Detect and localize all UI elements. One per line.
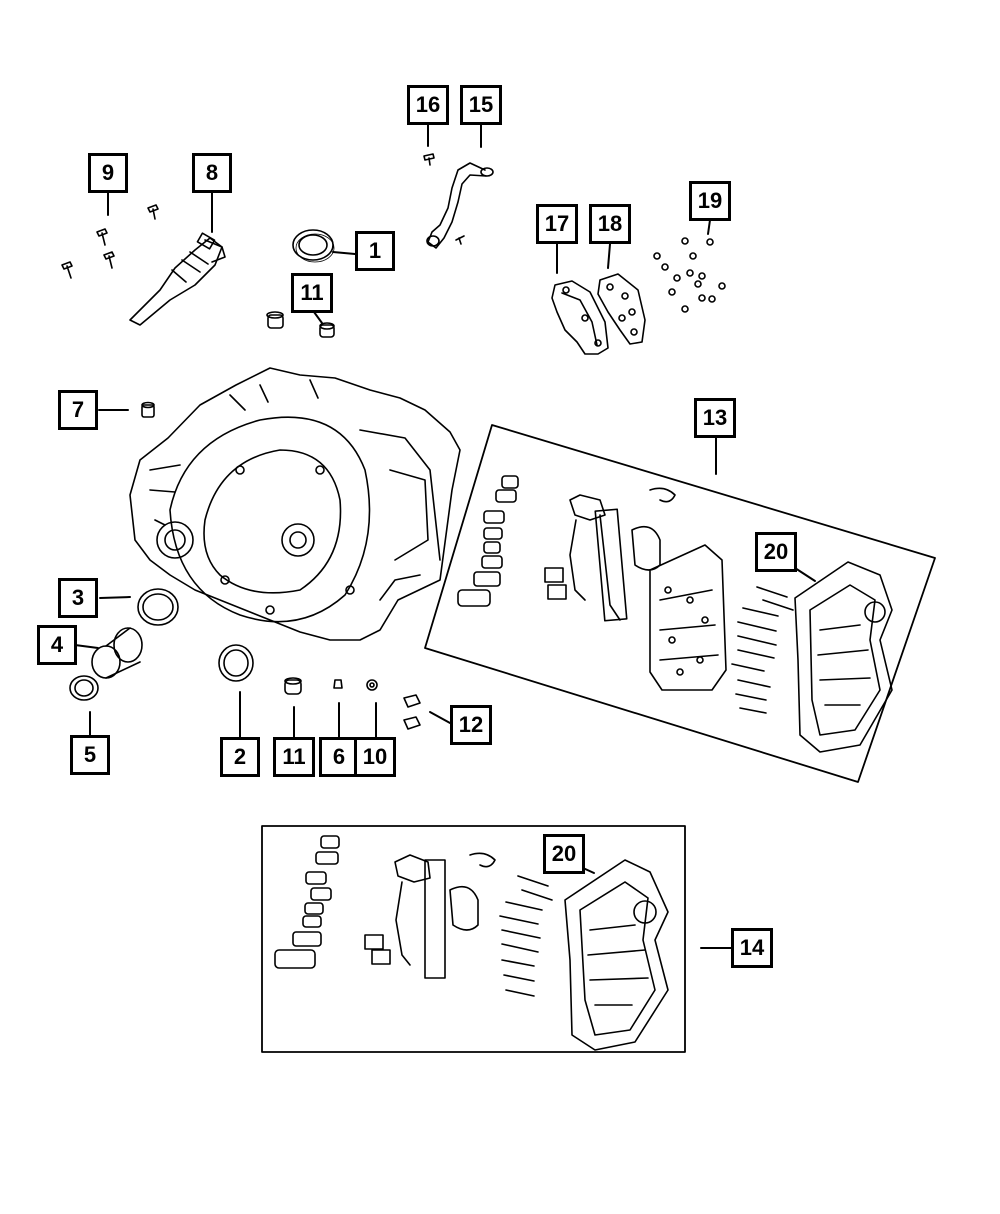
- kit-13-harness: [544, 487, 676, 622]
- kit-14-harness: [364, 852, 496, 979]
- callout-8[interactable]: 8: [192, 153, 232, 193]
- tube-15: [426, 162, 494, 249]
- bolt-16: [423, 153, 435, 166]
- callout-16[interactable]: 16: [407, 85, 449, 125]
- seal-1: [292, 229, 335, 263]
- plug-11-top: [266, 311, 335, 338]
- seal-2: [218, 644, 254, 682]
- plate-17: [551, 280, 609, 355]
- bolts-19: [653, 237, 726, 313]
- callout-9[interactable]: 9: [88, 153, 128, 193]
- kit-14-bolts: [499, 875, 553, 997]
- callout-7[interactable]: 7: [58, 390, 98, 430]
- kit-13-bolts: [731, 586, 794, 714]
- callout-1[interactable]: 1: [355, 231, 395, 271]
- kit-13-solenoids: [457, 475, 519, 607]
- leader-lines: [74, 123, 816, 949]
- callout-13[interactable]: 13: [694, 398, 736, 438]
- callout-15[interactable]: 15: [460, 85, 502, 125]
- callout-6[interactable]: 6: [319, 737, 359, 777]
- callout-3[interactable]: 3: [58, 578, 98, 618]
- kit-14-solenoids: [274, 835, 340, 969]
- small-plugs: [284, 677, 421, 730]
- kit-14-box: [261, 825, 686, 1053]
- bolts-9: [61, 204, 159, 279]
- kit-13-box: [424, 424, 936, 783]
- callout-5[interactable]: 5: [70, 735, 110, 775]
- sensor-8: [129, 232, 226, 326]
- callout-4[interactable]: 4: [37, 625, 77, 665]
- callout-17[interactable]: 17: [536, 204, 578, 244]
- seal-3: [137, 588, 179, 626]
- kit-13-pan: [794, 561, 893, 753]
- transmission-case: [129, 367, 461, 641]
- callout-12[interactable]: 12: [450, 705, 492, 745]
- callout-14[interactable]: 14: [731, 928, 773, 968]
- callout-2[interactable]: 2: [220, 737, 260, 777]
- plate-18: [597, 273, 646, 345]
- kit-14-pan: [564, 859, 669, 1051]
- plug-7: [141, 401, 155, 418]
- callout-18[interactable]: 18: [589, 204, 631, 244]
- sleeve-4: [91, 627, 143, 679]
- callout-11-bottom[interactable]: 11: [273, 737, 315, 777]
- callout-20-kit13[interactable]: 20: [755, 532, 797, 572]
- callout-11-top[interactable]: 11: [291, 273, 333, 313]
- seal-5: [69, 675, 99, 701]
- callout-19[interactable]: 19: [689, 181, 731, 221]
- kit-13-valve-body: [649, 544, 727, 691]
- callout-10[interactable]: 10: [354, 737, 396, 777]
- callout-20-kit14[interactable]: 20: [543, 834, 585, 874]
